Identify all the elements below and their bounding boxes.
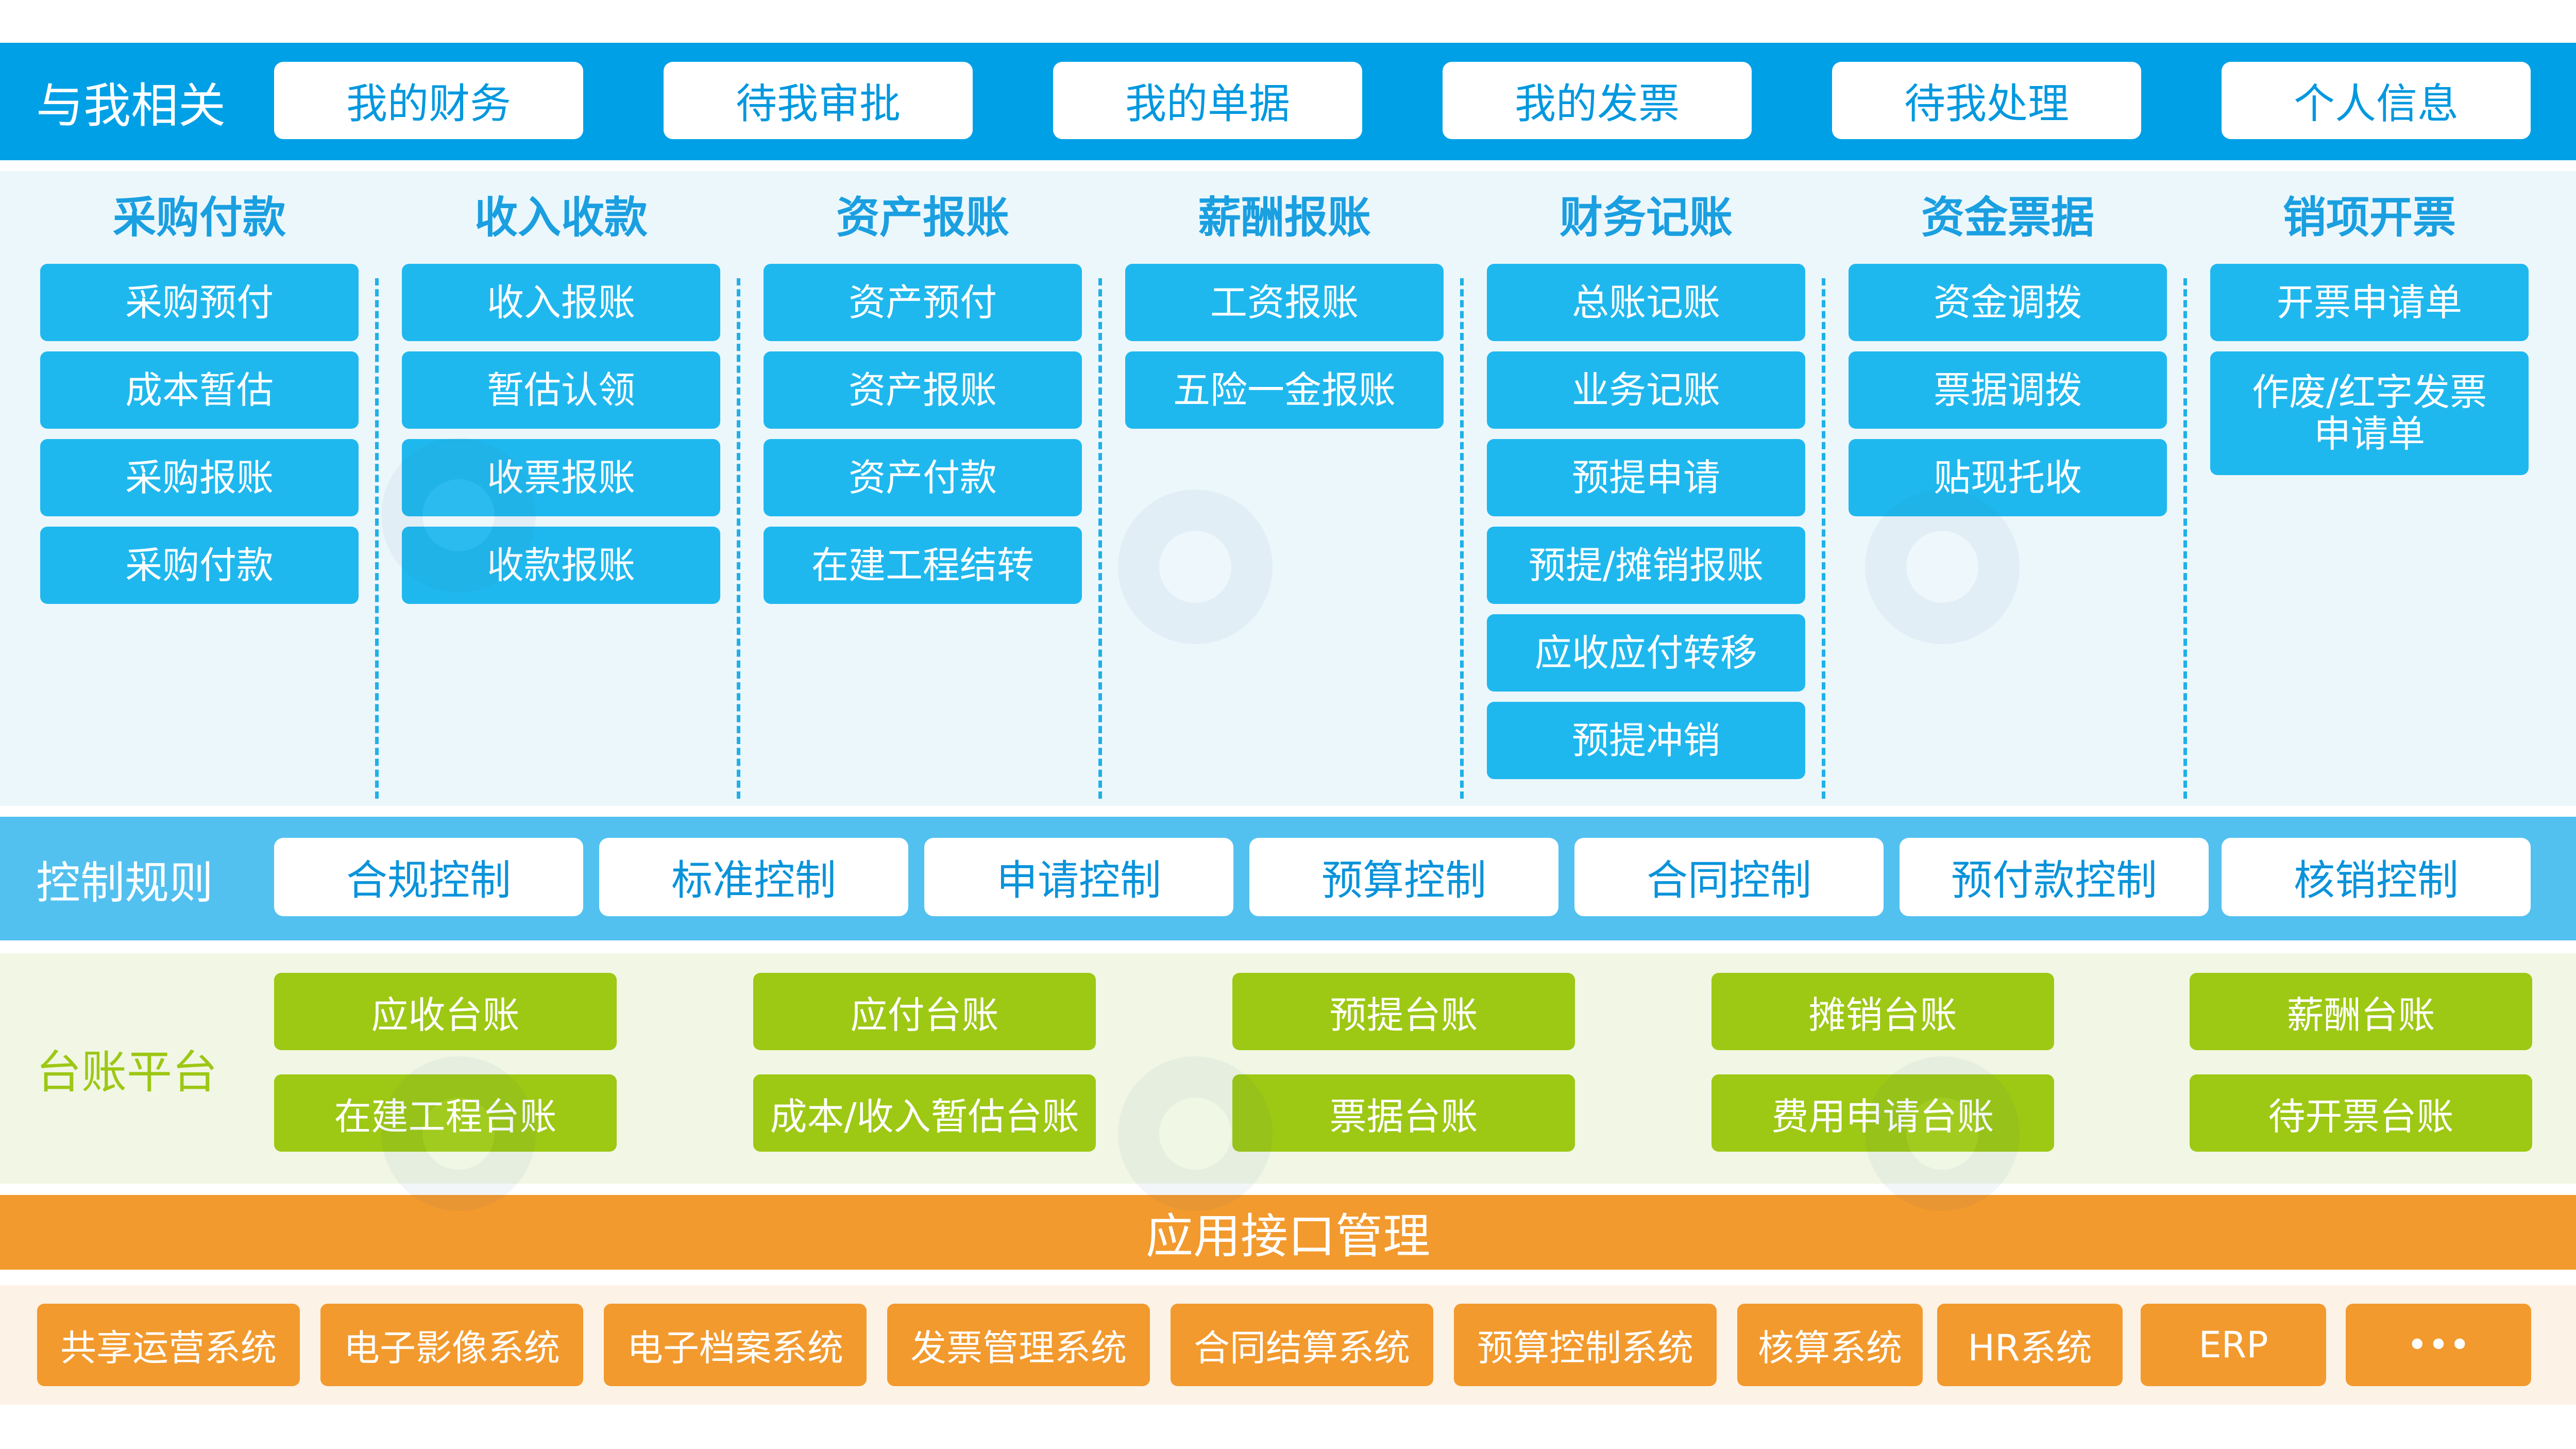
system-button[interactable]: 共享运营系统 [37,1304,300,1386]
control-rule-button[interactable]: 申请控制 [924,838,1233,916]
system-button[interactable]: 电子影像系统 [320,1304,583,1386]
related-item-button[interactable]: 我的发票 [1443,62,1752,139]
related-item-button[interactable]: 待我审批 [664,62,973,139]
category-item-button[interactable]: 预提/摊销报账 [1487,527,1805,604]
category-item-button[interactable]: 收款报账 [402,527,720,604]
category-title: 采购付款 [112,192,286,243]
category-item-button[interactable]: 应收应付转移 [1487,614,1805,692]
related-item-button[interactable]: 我的财务 [274,62,583,139]
ledger-item-button[interactable]: 成本/收入暂估台账 [753,1074,1096,1152]
more-systems-button[interactable]: ••• [2346,1304,2531,1386]
ledger-item-button[interactable]: 应付台账 [753,973,1096,1050]
ledger-item-button[interactable]: 票据台账 [1232,1074,1575,1152]
category-item-button[interactable]: 资产预付 [764,264,1082,341]
category-title: 销项开票 [2282,192,2456,243]
category-item-button[interactable]: 成本暂估 [40,351,359,429]
category-item-button[interactable]: 预提冲销 [1487,702,1805,779]
category-item-button[interactable]: 资产付款 [764,439,1082,516]
system-button[interactable]: 合同结算系统 [1171,1304,1433,1386]
control-rule-button[interactable]: 标准控制 [599,838,908,916]
category-item-button[interactable]: 资金调拨 [1849,264,2167,341]
category-title: 薪酬报账 [1197,192,1371,243]
column-divider [2183,278,2187,799]
category-title: 资金票据 [1921,192,2094,243]
category-item-button[interactable]: 工资报账 [1125,264,1444,341]
category-item-button[interactable]: 开票申请单 [2210,264,2529,341]
category-item-button[interactable]: 贴现托收 [1849,439,2167,516]
category-title: 财务记账 [1559,192,1733,243]
system-button[interactable]: HR系统 [1937,1304,2123,1386]
column-divider [375,278,379,799]
related-item-button[interactable]: 个人信息 [2222,62,2531,139]
system-button[interactable]: 核算系统 [1737,1304,1923,1386]
control-rule-button[interactable]: 核销控制 [2222,838,2531,916]
ledger-item-button[interactable]: 在建工程台账 [274,1074,617,1152]
category-item-button[interactable]: 业务记账 [1487,351,1805,429]
category-item-button[interactable]: 暂估认领 [402,351,720,429]
control-rule-button[interactable]: 预算控制 [1249,838,1558,916]
ledger-item-button[interactable]: 薪酬台账 [2190,973,2532,1050]
ledger-item-button[interactable]: 待开票台账 [2190,1074,2532,1152]
category-item-button[interactable]: 五险一金报账 [1125,351,1444,429]
category-title: 资产报账 [836,192,1009,243]
column-divider [1098,278,1102,799]
ledger-item-button[interactable]: 预提台账 [1232,973,1575,1050]
related-item-button[interactable]: 待我处理 [1832,62,2141,139]
category-item-button[interactable]: 作废/红字发票 申请单 [2210,351,2529,475]
control-rule-button[interactable]: 合同控制 [1574,838,1884,916]
category-item-button[interactable]: 在建工程结转 [764,527,1082,604]
category-item-button[interactable]: 收票报账 [402,439,720,516]
ledger-item-button[interactable]: 摊销台账 [1711,973,2054,1050]
ledger-platform-title: 台账平台 [36,1046,218,1099]
control-rules-title: 控制规则 [36,857,213,909]
column-divider [737,278,740,799]
category-item-button[interactable]: 总账记账 [1487,264,1805,341]
category-item-button[interactable]: 采购预付 [40,264,359,341]
category-title: 收入收款 [474,192,648,243]
api-management-bar: 应用接口管理 [0,1195,2576,1270]
column-divider [1460,278,1464,799]
control-rule-button[interactable]: 预付款控制 [1900,838,2209,916]
category-item-button[interactable]: 采购报账 [40,439,359,516]
category-item-button[interactable]: 采购付款 [40,527,359,604]
system-button[interactable]: 预算控制系统 [1454,1304,1717,1386]
system-button[interactable]: 发票管理系统 [887,1304,1150,1386]
related-item-button[interactable]: 我的单据 [1053,62,1362,139]
system-button[interactable]: ERP [2141,1304,2326,1386]
ledger-item-button[interactable]: 费用申请台账 [1711,1074,2054,1152]
category-item-button[interactable]: 收入报账 [402,264,720,341]
category-item-button[interactable]: 票据调拨 [1849,351,2167,429]
category-item-button[interactable]: 资产报账 [764,351,1082,429]
ledger-item-button[interactable]: 应收台账 [274,973,617,1050]
category-item-button[interactable]: 预提申请 [1487,439,1805,516]
system-button[interactable]: 电子档案系统 [604,1304,867,1386]
related-title: 与我相关 [36,78,226,133]
control-rule-button[interactable]: 合规控制 [274,838,583,916]
column-divider [1822,278,1825,799]
